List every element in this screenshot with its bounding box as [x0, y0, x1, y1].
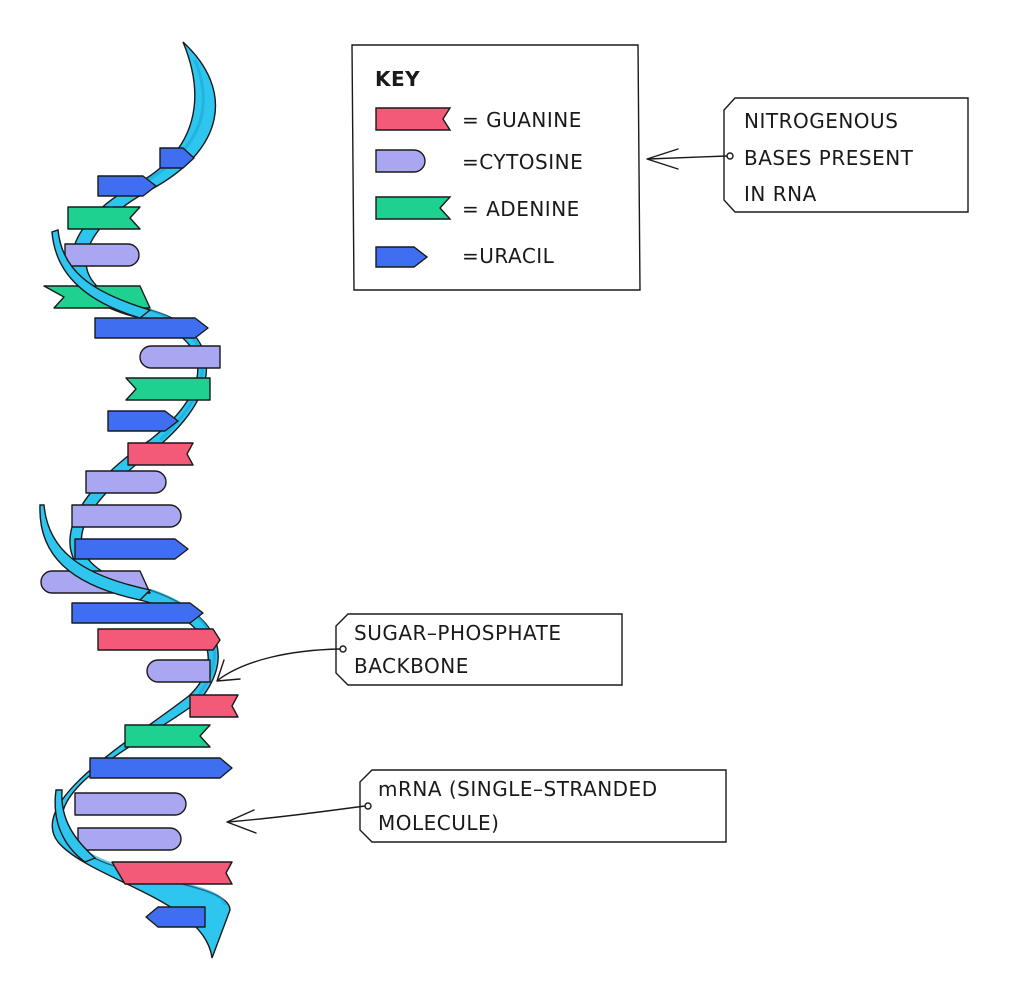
- key-label-uracil: =URACIL: [462, 244, 555, 268]
- backbone-arrowhead: [216, 659, 241, 682]
- mrna-pointer-line: [227, 805, 366, 823]
- base-cytosine: [77, 827, 182, 851]
- base-adenine: [125, 377, 211, 401]
- base-cytosine: [139, 345, 221, 369]
- key-label-adenine: = ADENINE: [462, 197, 580, 221]
- base-uracil: [145, 906, 206, 928]
- mrna-label-line1: mRNA (SINGLE–STRANDED: [378, 777, 658, 801]
- key-swatch-guanine: [375, 107, 452, 131]
- key-frame: [351, 44, 641, 291]
- backbone-tag: [335, 613, 623, 686]
- mrna-arrowhead: [226, 809, 257, 834]
- base-cytosine: [74, 792, 187, 816]
- base-cytosine: [85, 470, 167, 494]
- base-adenine: [124, 724, 211, 748]
- mrna-label: mRNA (SINGLE–STRANDED MOLECULE): [226, 769, 727, 843]
- base-uracil: [107, 410, 179, 432]
- base-uracil: [97, 175, 157, 197]
- backbone-label: SUGAR–PHOSPHATE BACKBONE: [216, 613, 623, 686]
- backbone-front-segment: [39, 504, 152, 601]
- mrna-tag-hole: [364, 802, 372, 810]
- base-uracil: [89, 757, 233, 779]
- bases-label-line1: NITROGENOUS: [744, 109, 898, 133]
- backbone-front-segment: [51, 229, 152, 319]
- base-adenine: [67, 206, 141, 230]
- key-label-cytosine: =CYTOSINE: [462, 150, 583, 174]
- backbone-pointer-line: [217, 648, 341, 681]
- backbone-front: [39, 229, 152, 863]
- bases-tag-hole: [726, 152, 734, 160]
- bases-label: NITROGENOUS BASES PRESENT IN RNA: [646, 97, 969, 213]
- key-label-guanine: = GUANINE: [462, 108, 582, 132]
- bases-arrowhead: [646, 148, 679, 170]
- bases-tag: [723, 97, 969, 213]
- base-cytosine: [146, 659, 211, 683]
- key-swatch-uracil: [375, 246, 429, 268]
- backbone-tag-hole: [339, 645, 347, 653]
- backbone-label-line1: SUGAR–PHOSPHATE: [354, 621, 562, 645]
- base-cytosine: [64, 243, 140, 267]
- bases-label-line3: IN RNA: [744, 182, 817, 206]
- base-guanine: [97, 628, 221, 651]
- base-guanine: [111, 861, 233, 885]
- key-title: KEY: [375, 67, 420, 91]
- mrna-label-line2: MOLECULE): [378, 811, 499, 835]
- bases-label-line2: BASES PRESENT: [744, 146, 914, 170]
- base-uracil: [74, 538, 189, 560]
- backbone-front-segment: [54, 789, 97, 863]
- bases-pointer-line: [647, 155, 728, 160]
- base-uracil: [94, 317, 209, 339]
- base-guanine: [189, 694, 239, 718]
- key-box: KEY = GUANINE =CYTOSINE = ADENINE =URACI…: [351, 44, 641, 291]
- backbone-label-line2: BACKBONE: [354, 654, 469, 678]
- base-uracil: [71, 602, 204, 624]
- base-guanine: [127, 442, 194, 466]
- key-swatch-adenine: [375, 196, 452, 220]
- base-cytosine: [71, 504, 182, 528]
- mrna-tag: [359, 769, 727, 843]
- base-uracil: [159, 147, 195, 169]
- key-swatch-cytosine: [375, 149, 426, 173]
